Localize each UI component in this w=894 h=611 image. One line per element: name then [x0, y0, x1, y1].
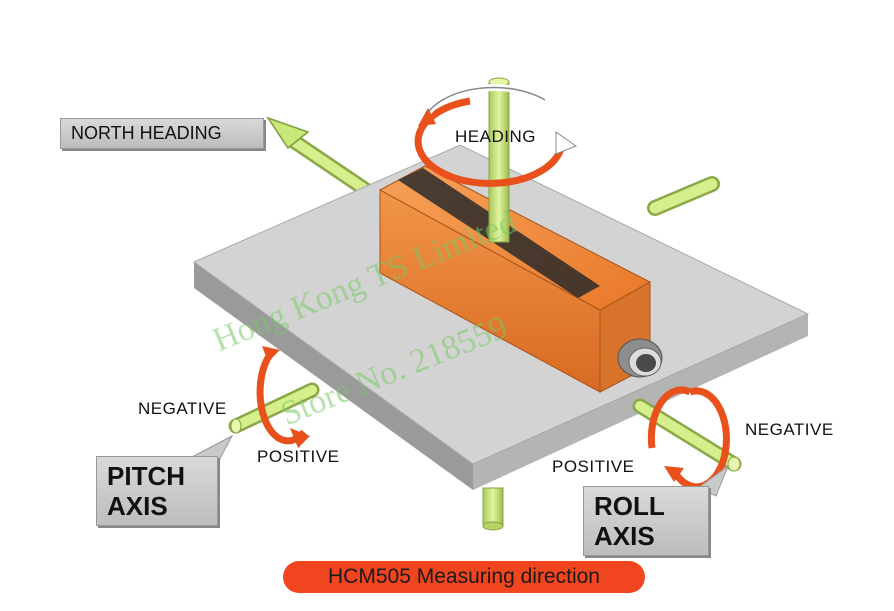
pitch-axis-label-line1: PITCH [107, 461, 185, 491]
roll-negative-label: NEGATIVE [745, 420, 834, 439]
heading-label: HEADING [455, 127, 536, 146]
pitch-negative-label: NEGATIVE [138, 399, 227, 418]
pitch-axis-callout: PITCH AXIS [96, 456, 218, 526]
heading-rotation-arrow [414, 83, 578, 187]
pitch-rotation-arrow [256, 346, 310, 448]
north-heading-callout: NORTH HEADING [60, 118, 264, 149]
pitch-axis-rod [228, 382, 320, 434]
caption-text: HCM505 Measuring direction [328, 565, 600, 588]
vertical-axis-rod-bottom [482, 487, 504, 531]
east-axis-rod-back [647, 176, 720, 216]
roll-positive-label: POSITIVE [552, 457, 635, 476]
north-heading-label: NORTH HEADING [71, 123, 222, 143]
north-axis-rod-back [266, 116, 380, 202]
caption-pill: HCM505 Measuring direction [283, 561, 645, 593]
roll-axis-callout: ROLL AXIS [583, 486, 709, 556]
roll-axis-label-line2: AXIS [594, 521, 655, 551]
pitch-axis-label-line2: AXIS [107, 491, 168, 521]
hcm505-sensor [378, 165, 663, 393]
roll-axis-label-line1: ROLL [594, 491, 665, 521]
connector [617, 338, 663, 378]
pitch-positive-label: POSITIVE [257, 447, 340, 466]
